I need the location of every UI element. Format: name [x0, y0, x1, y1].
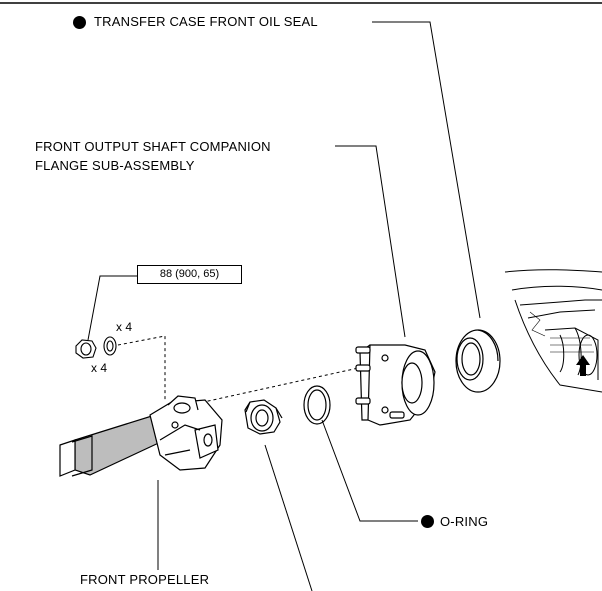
o-ring-part	[304, 386, 330, 424]
bolt-nut-part	[76, 340, 96, 358]
leader-companion-flange	[335, 146, 405, 337]
dash-bolt-lower	[190, 365, 372, 405]
leader-lines	[88, 22, 480, 591]
flange-nut-part	[245, 400, 282, 434]
leader-transfer-seal	[372, 22, 480, 318]
label-front-propeller: FRONT PROPELLER	[80, 572, 210, 587]
label-transfer-case-front-oil-seal: TRANSFER CASE FRONT OIL SEAL	[94, 14, 318, 29]
leader-nut	[265, 445, 312, 591]
oil-seal-part	[456, 330, 500, 392]
non-reusable-marker-icon	[73, 16, 86, 29]
propeller-shaft-part	[60, 396, 222, 476]
label-companion-flange-line2: FLANGE SUB-ASSEMBLY	[35, 158, 195, 173]
leader-torque	[88, 276, 137, 340]
label-o-ring: O-RING	[440, 514, 489, 529]
washer-part	[104, 337, 116, 355]
quantity-nut: x 4	[91, 361, 108, 375]
label-companion-flange-line1: FRONT OUTPUT SHAFT COMPANION	[35, 139, 271, 154]
dashed-lines	[118, 336, 372, 405]
torque-spec: 88 (900, 65)	[159, 268, 220, 280]
leader-o-ring	[322, 420, 418, 521]
companion-flange-part	[356, 345, 435, 425]
transfer-case-housing	[505, 270, 602, 392]
torque-spec-box: 88 (900, 65)	[137, 265, 242, 284]
arrow-marker	[576, 355, 590, 376]
dash-bolt-upper	[118, 336, 165, 400]
quantity-washer: x 4	[116, 320, 133, 334]
non-reusable-marker-icon	[421, 515, 434, 528]
